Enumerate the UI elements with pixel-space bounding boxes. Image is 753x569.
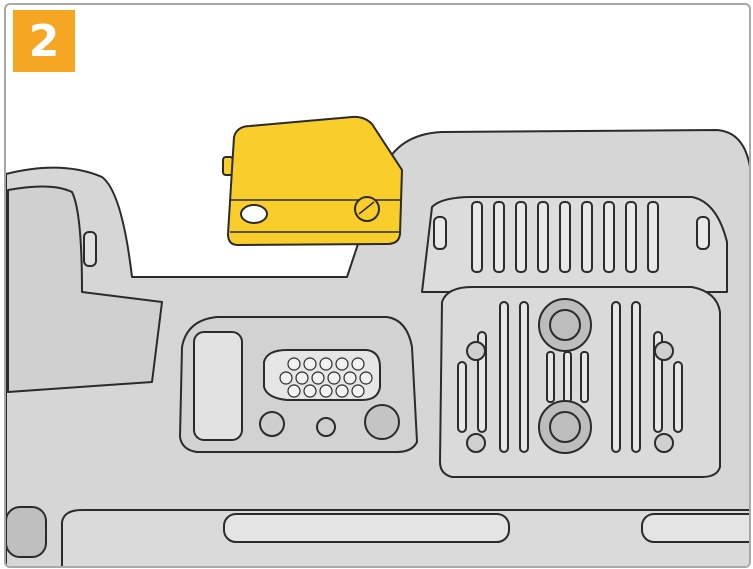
battery-cover <box>222 115 403 246</box>
vent-block <box>421 196 728 293</box>
side-slot <box>193 331 243 441</box>
cover-hole <box>240 204 268 224</box>
connector-pins <box>279 357 373 398</box>
left-grip-knurl <box>6 506 47 558</box>
illustration-frame: 2 <box>4 3 751 568</box>
plate-slots <box>457 301 683 453</box>
camera-illustration <box>6 115 749 566</box>
left-grip-panel <box>7 185 163 393</box>
bottom-slot-2 <box>641 513 749 543</box>
vent-fins <box>433 201 710 273</box>
cover-screw <box>354 196 380 222</box>
small-port <box>259 411 285 437</box>
threaded-hole <box>364 404 400 440</box>
tripod-mount-holes <box>538 298 592 454</box>
screw-icon <box>316 417 336 437</box>
step-number-badge: 2 <box>13 10 75 72</box>
bottom-slot-1 <box>223 513 510 543</box>
grip-slot <box>83 231 97 267</box>
